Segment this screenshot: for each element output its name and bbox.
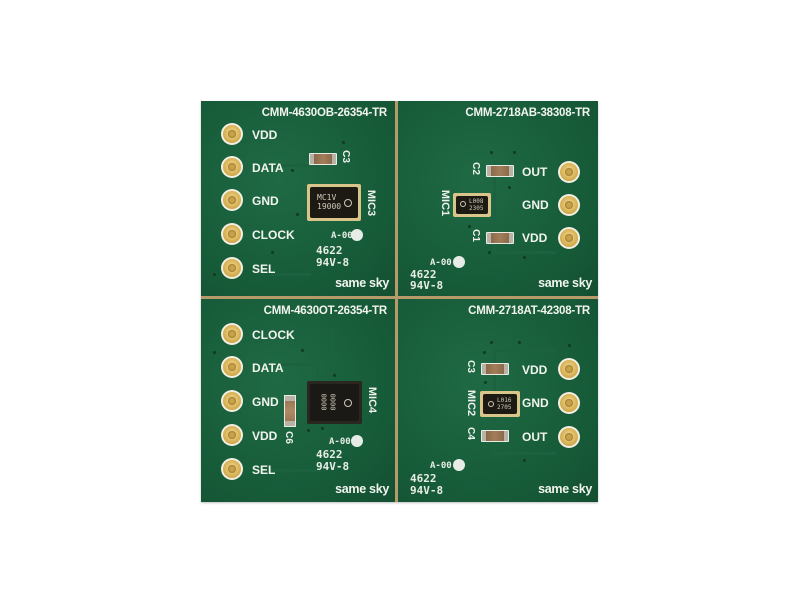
board-cmm-2718at: CMM-2718AT-42308-TR VDD GND OUT C3 C4 L0…	[398, 299, 598, 502]
brand-logo: same sky	[538, 482, 592, 496]
pad-vdd[interactable]	[221, 424, 243, 446]
fab-marking: 4622	[316, 448, 343, 461]
pad-gnd[interactable]	[221, 390, 243, 412]
trace	[493, 161, 556, 254]
mic-marking: MC1V 19000	[317, 193, 342, 211]
pin-label: DATA	[252, 161, 284, 175]
recycle-logo-icon	[351, 435, 363, 447]
ref-designator: C3	[339, 150, 351, 163]
pin-label: GND	[522, 396, 549, 410]
fab-marking: 94V-8	[410, 279, 444, 292]
trace	[271, 469, 321, 475]
capacitor-c3	[309, 153, 337, 165]
brand-logo: same sky	[538, 276, 592, 290]
pin-label: GND	[252, 194, 279, 208]
ref-designator: C3	[464, 360, 476, 373]
pin-label: OUT	[522, 165, 548, 179]
mic-marking: L016 2705	[497, 397, 512, 411]
capacitor-c6	[284, 395, 296, 427]
part-number-label: CMM-4630OT-26354-TR	[263, 305, 388, 317]
trace	[271, 329, 334, 372]
pad-sel[interactable]	[221, 458, 243, 480]
pad-data[interactable]	[221, 156, 243, 178]
ref-designator: C6	[282, 431, 294, 444]
pin-label: CLOCK	[252, 228, 295, 242]
capacitor-c2	[486, 165, 514, 177]
ref-designator: C2	[469, 162, 481, 175]
pin-label: VDD	[252, 128, 278, 142]
pad-vdd[interactable]	[558, 358, 580, 380]
ref-designator: C4	[464, 427, 476, 440]
ref-designator: MIC1	[439, 189, 452, 217]
part-number-label: CMM-4630OB-26354-TR	[261, 107, 387, 119]
mic4-component: 0000 0000	[307, 381, 362, 424]
trace	[261, 164, 321, 187]
pin-label: VDD	[522, 231, 548, 245]
pad-vdd[interactable]	[558, 227, 580, 249]
part-number-label: CMM-2718AT-42308-TR	[468, 305, 590, 317]
fab-marking: 94V-8	[410, 484, 444, 497]
pad-out[interactable]	[558, 426, 580, 448]
fab-marking: 4622	[410, 268, 437, 281]
pin-label: GND	[522, 198, 549, 212]
brand-logo: same sky	[335, 482, 389, 496]
recycle-logo-icon	[453, 459, 465, 471]
trace	[261, 363, 319, 396]
board-cmm-4630ot: CMM-4630OT-26354-TR CLOCK DATA GND VDD S…	[201, 299, 395, 502]
logo-mark: A-00	[430, 258, 452, 268]
pin-label: SEL	[252, 463, 276, 477]
fab-marking: 4622	[316, 244, 343, 257]
capacitor-c1	[486, 232, 514, 244]
pad-vdd[interactable]	[221, 123, 243, 145]
trace	[241, 130, 314, 153]
recycle-logo-icon	[453, 256, 465, 268]
pin-label: GND	[252, 395, 279, 409]
pad-gnd[interactable]	[558, 392, 580, 414]
pin-label: VDD	[522, 363, 548, 377]
logo-mark: A-00	[331, 231, 353, 241]
capacitor-c3	[481, 363, 509, 375]
recycle-logo-icon	[351, 229, 363, 241]
ref-designator: MIC4	[366, 386, 379, 414]
ref-designator: MIC3	[365, 189, 378, 217]
trace	[271, 273, 311, 279]
mic-marking: L008 2305	[469, 198, 484, 212]
mic-marking: 0000 0000	[319, 393, 337, 411]
pin-label: SEL	[252, 262, 276, 276]
fab-marking: 94V-8	[316, 460, 350, 473]
pin-label: VDD	[252, 429, 278, 443]
pin-label: CLOCK	[252, 328, 295, 342]
logo-mark: A-00	[430, 461, 452, 471]
brand-logo: same sky	[335, 276, 389, 290]
fab-marking: 4622	[410, 472, 437, 485]
capacitor-c4	[481, 430, 509, 442]
pin-label: OUT	[522, 430, 548, 444]
part-number-label: CMM-2718AB-38308-TR	[465, 107, 590, 119]
pad-gnd[interactable]	[221, 189, 243, 211]
pad-clock[interactable]	[221, 323, 243, 345]
pad-clock[interactable]	[221, 223, 243, 245]
pad-sel[interactable]	[221, 257, 243, 279]
pad-out[interactable]	[558, 161, 580, 183]
mic3-component: MC1V 19000	[307, 184, 361, 221]
logo-mark: A-00	[329, 437, 351, 447]
mic1-component: L008 2305	[453, 193, 491, 217]
ref-designator: MIC2	[465, 389, 478, 417]
pad-gnd[interactable]	[558, 194, 580, 216]
pin-label: DATA	[252, 361, 284, 375]
board-cmm-4630ob: CMM-4630OB-26354-TR VDD DATA GND CLOCK S…	[201, 101, 395, 296]
ref-designator: C1	[469, 229, 481, 242]
pcb-panel: CMM-4630OB-26354-TR VDD DATA GND CLOCK S…	[201, 101, 598, 502]
mic2-component: L016 2705	[480, 391, 520, 417]
pad-data[interactable]	[221, 356, 243, 378]
fab-marking: 94V-8	[316, 256, 350, 269]
board-cmm-2718ab: CMM-2718AB-38308-TR OUT GND VDD C2 C1 L0…	[398, 101, 598, 296]
